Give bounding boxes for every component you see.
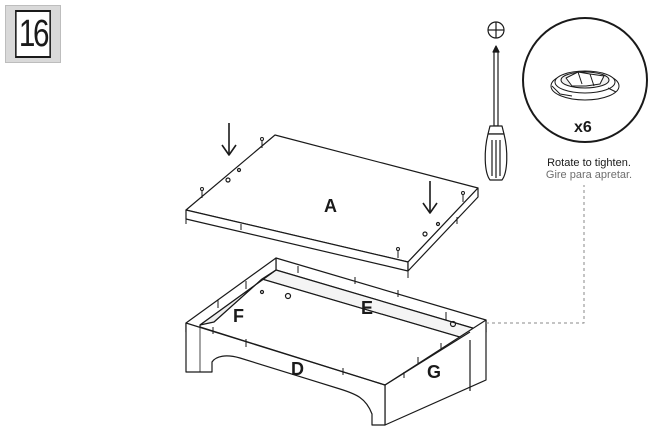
panel-a xyxy=(185,134,479,278)
down-arrow-icon xyxy=(221,123,237,156)
cam-lock-icon xyxy=(550,70,620,101)
quantity-label: x6 xyxy=(574,119,592,136)
detail-circle xyxy=(522,17,648,143)
step-number-frame: 16 xyxy=(5,5,61,63)
frame-dowels xyxy=(212,266,447,378)
caption-english: Rotate to tighten. xyxy=(547,157,631,169)
part-label-f: F xyxy=(233,306,244,326)
panel-a-dowels xyxy=(185,137,465,278)
panel-e xyxy=(261,257,487,341)
down-arrow-icon xyxy=(422,181,438,214)
part-label-d: D xyxy=(291,359,304,379)
panel-f xyxy=(185,257,277,333)
panel-d xyxy=(185,322,386,426)
part-label-a: A xyxy=(324,196,337,216)
part-label-g: G xyxy=(427,362,441,382)
phillips-screwdriver-icon xyxy=(484,21,508,181)
part-label-e: E xyxy=(361,298,373,318)
caption-spanish: Gire para apretar. xyxy=(545,169,633,181)
leader-line xyxy=(486,185,585,324)
step-number: 16 xyxy=(15,10,51,58)
